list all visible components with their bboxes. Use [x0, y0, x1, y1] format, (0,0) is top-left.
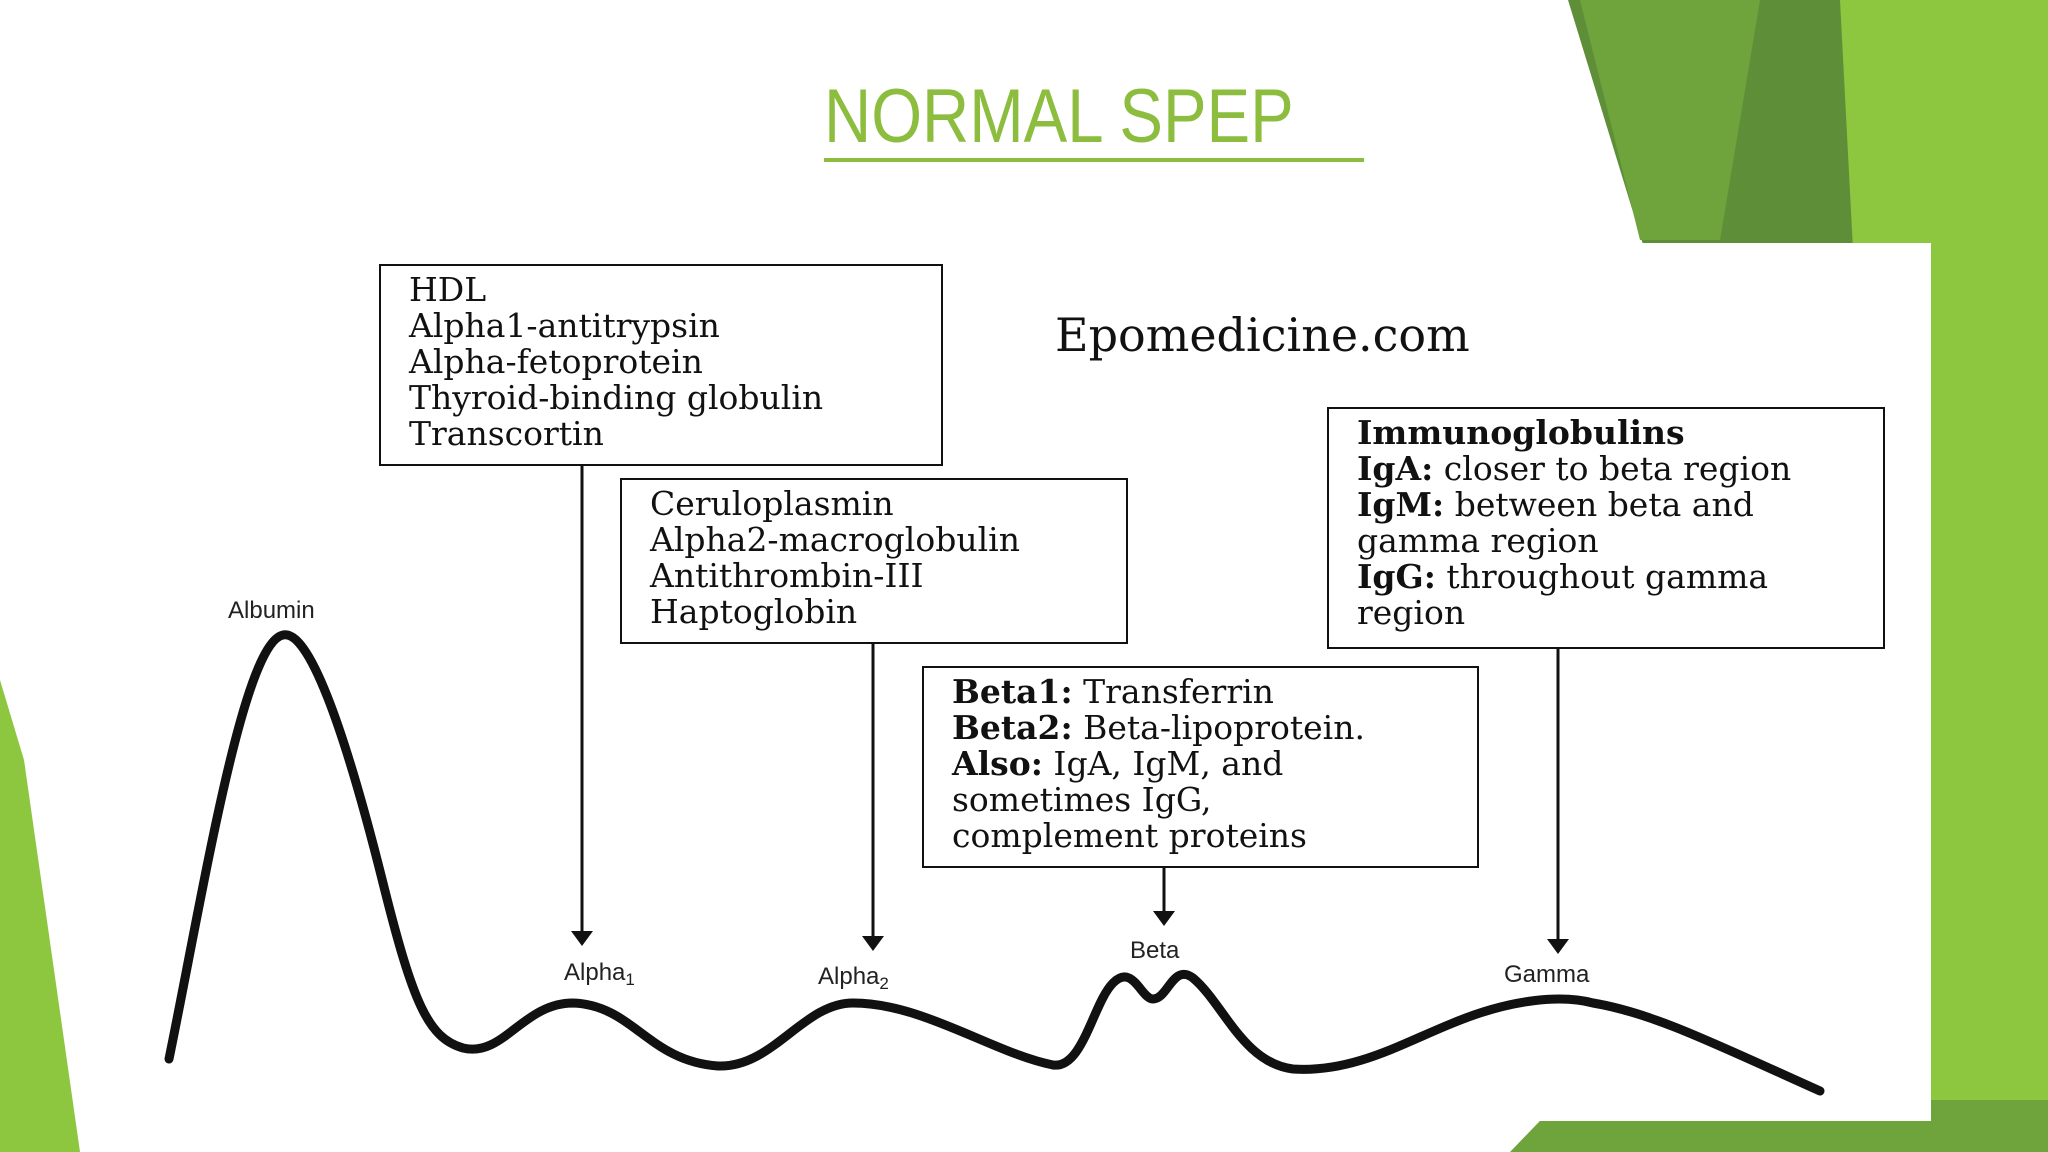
spep-curve-svg: [164, 466, 1825, 1096]
box-line: Beta1: Transferrin: [952, 674, 1465, 710]
box-line: gamma region: [1357, 523, 1871, 559]
peak-subscript: 1: [625, 970, 635, 989]
box-line: Alpha1-antitrypsin: [409, 306, 720, 345]
peak-label-alpha1: Alpha1: [564, 959, 635, 990]
box-line: Transcortin: [409, 414, 604, 453]
box-line: Also: IgA, IgM, and: [952, 746, 1465, 782]
box-line: sometimes IgG,: [952, 782, 1465, 818]
line-text: sometimes IgG,: [952, 780, 1212, 819]
box-line: IgA: closer to beta region: [1357, 451, 1871, 487]
line-key: Beta2:: [952, 708, 1073, 747]
peak-subscript: 2: [879, 974, 889, 993]
line-text: complement proteins: [952, 816, 1307, 855]
line-text: IgA, IgM, and: [1042, 744, 1284, 783]
box-line: Alpha2-macroglobulin: [650, 520, 1020, 559]
box-line: Haptoglobin: [650, 592, 858, 631]
line-text: Beta-lipoprotein.: [1072, 708, 1365, 747]
box-line: Antithrombin-III: [650, 556, 924, 595]
line-text: Transferrin: [1072, 672, 1274, 711]
box-line: Alpha-fetoprotein: [409, 342, 703, 381]
gamma-immunoglobulins-box: Immunoglobulins IgA: closer to beta regi…: [1327, 407, 1885, 649]
line-key: IgA:: [1357, 449, 1434, 488]
box-line: IgM: between beta and: [1357, 487, 1871, 523]
spep-diagram: Epomedicine.com HDL Alpha1-antitrypsin A…: [93, 243, 1931, 1121]
peak-label-albumin: Albumin: [228, 597, 315, 624]
line-text: closer to beta region: [1433, 449, 1792, 488]
alpha1-proteins-box: HDL Alpha1-antitrypsin Alpha-fetoprotein…: [379, 264, 943, 466]
line-key: Immunoglobulins: [1357, 413, 1685, 452]
line-key: Also:: [952, 744, 1043, 783]
arrowhead-gamma: [1547, 939, 1569, 954]
peak-label-alpha2: Alpha2: [818, 963, 889, 994]
peak-label-gamma: Gamma: [1504, 961, 1590, 988]
watermark-text: Epomedicine.com: [1055, 308, 1470, 362]
slide-title: NORMAL SPEP: [824, 76, 1365, 162]
line-key: IgG:: [1357, 557, 1436, 596]
box-line: IgG: throughout gamma: [1357, 559, 1871, 595]
beta-proteins-box: Beta1: Transferrin Beta2: Beta-lipoprote…: [922, 666, 1479, 868]
line-text: between beta and: [1444, 485, 1754, 524]
line-key: IgM:: [1357, 485, 1445, 524]
line-text: region: [1357, 593, 1466, 632]
box-line: HDL: [409, 270, 487, 309]
box-line: Ceruloplasmin: [650, 484, 894, 523]
box-line: Immunoglobulins: [1357, 415, 1871, 451]
arrowhead-alpha1: [571, 931, 593, 946]
box-line: region: [1357, 595, 1871, 631]
arrowhead-beta: [1153, 911, 1175, 926]
peak-name: Alpha: [564, 959, 626, 986]
arrowhead-alpha2: [862, 936, 884, 951]
box-line: complement proteins: [952, 818, 1465, 854]
box-line: Beta2: Beta-lipoprotein.: [952, 710, 1465, 746]
peak-name: Alpha: [818, 963, 880, 990]
alpha2-proteins-box: Ceruloplasmin Alpha2-macroglobulin Antit…: [620, 478, 1128, 644]
line-text: throughout gamma: [1435, 557, 1769, 596]
bg-shape-mid-green: [1580, 0, 1760, 240]
bg-shape-left-wedge: [0, 680, 80, 1152]
line-text: gamma region: [1357, 521, 1599, 560]
box-line: Thyroid-binding globulin: [409, 378, 824, 417]
spep-curve: [164, 630, 1825, 1096]
line-key: Beta1:: [952, 672, 1073, 711]
peak-label-beta: Beta: [1130, 937, 1180, 964]
